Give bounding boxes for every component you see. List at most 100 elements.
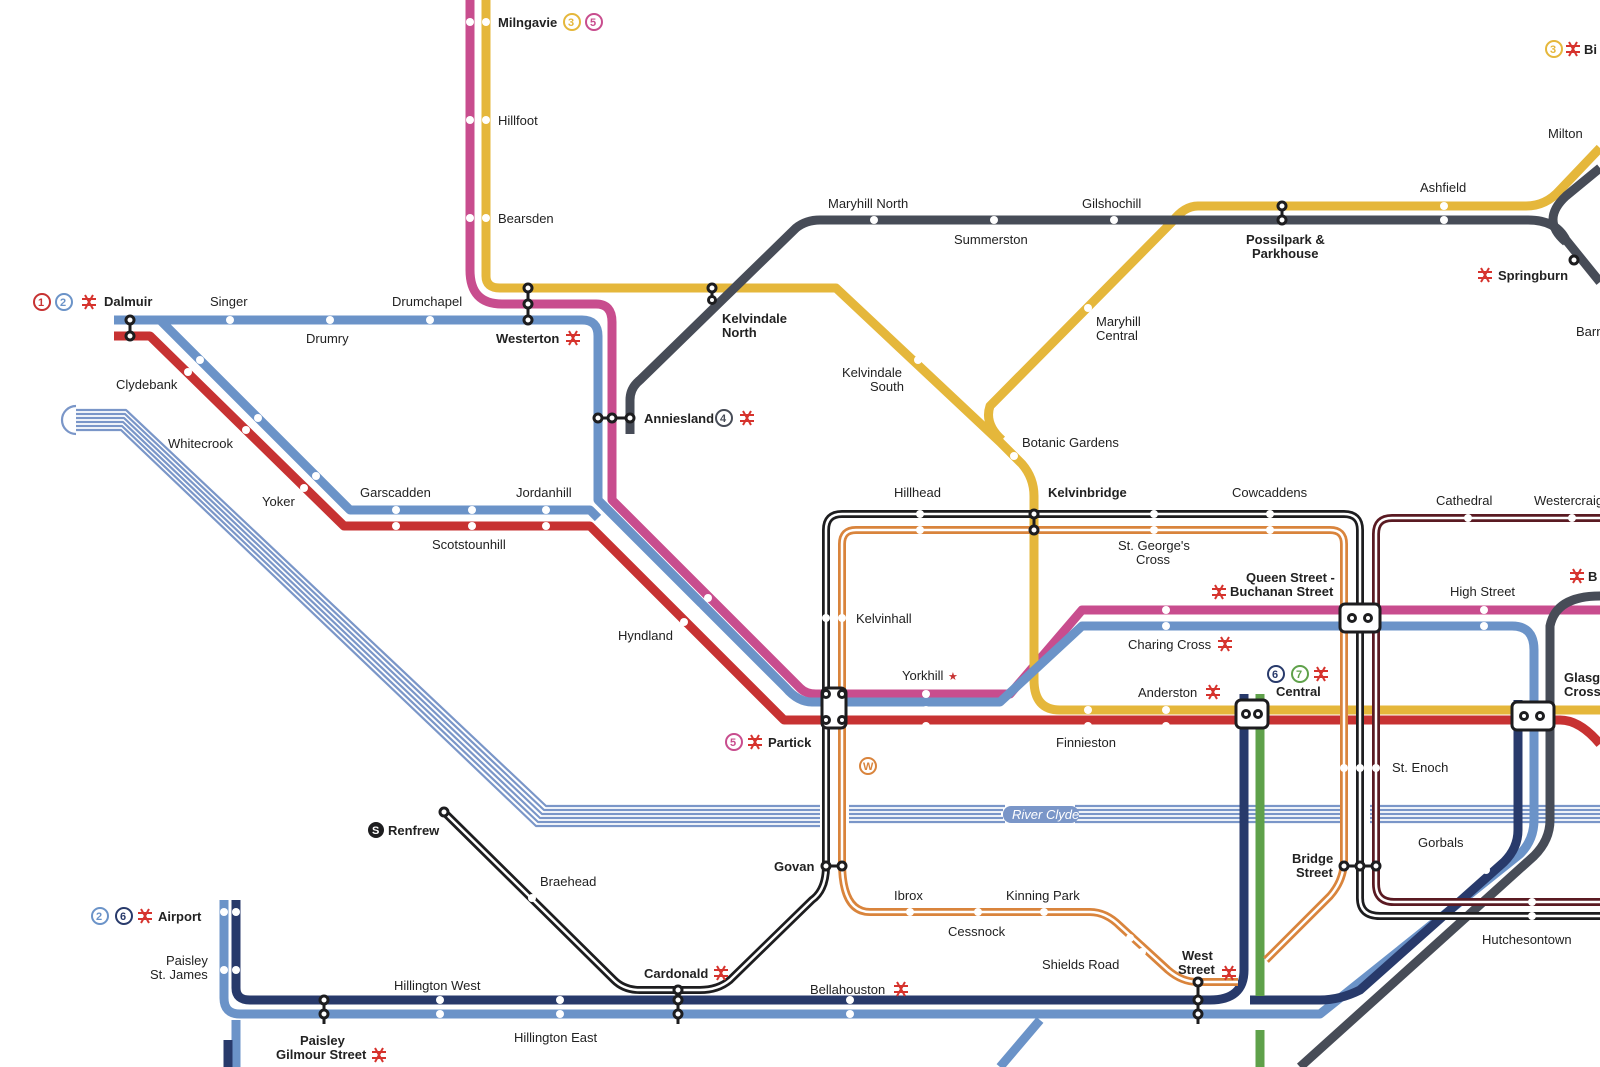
station-cathedral[interactable]: Cathedral — [1436, 493, 1492, 508]
station-possilpark-2[interactable]: Parkhouse — [1252, 246, 1318, 261]
station-jordanhill[interactable]: Jordanhill — [516, 485, 572, 500]
station-springburn[interactable]: Springburn — [1498, 268, 1568, 283]
station-bellahouston[interactable]: Bellahouston — [810, 982, 885, 997]
station-hyndland[interactable]: Hyndland — [618, 628, 673, 643]
svg-text:1: 1 — [38, 297, 44, 309]
rail-icon-west-street — [1221, 965, 1237, 981]
station-maryhill-central[interactable]: Maryhill — [1096, 314, 1141, 329]
line-blue-clydebank — [128, 315, 602, 522]
station-maryhill-north[interactable]: Maryhill North — [828, 196, 908, 211]
line-grey-east — [1548, 164, 1600, 246]
badge-line-3-bi: 3 — [1545, 40, 1563, 58]
station-partick[interactable]: Partick — [768, 735, 812, 750]
station-cowcaddens[interactable]: Cowcaddens — [1232, 485, 1308, 500]
station-cardonald[interactable]: Cardonald — [644, 966, 708, 981]
station-anniesland[interactable]: Anniesland — [644, 411, 714, 426]
station-glasgow-cross[interactable]: Glasgo — [1564, 670, 1600, 685]
station-kelvindale-south-2[interactable]: South — [870, 379, 904, 394]
station-queen-street-2[interactable]: Buchanan Street — [1230, 584, 1334, 599]
station-kinning-park[interactable]: Kinning Park — [1006, 888, 1080, 903]
station-bearsden[interactable]: Bearsden — [498, 211, 554, 226]
station-westerton[interactable]: Westerton — [496, 331, 559, 346]
station-shields-road[interactable]: Shields Road — [1042, 957, 1119, 972]
interchange-kelvinbridge — [1028, 508, 1040, 536]
svg-text:6: 6 — [120, 911, 126, 923]
station-b-edge[interactable]: B — [1588, 569, 1597, 584]
interchange-queen-street — [1338, 602, 1382, 634]
station-paisley-st-james[interactable]: Paisley — [166, 953, 208, 968]
station-singer[interactable]: Singer — [210, 294, 248, 309]
station-possilpark[interactable]: Possilpark & — [1246, 232, 1325, 247]
interchange-bridge-street — [1338, 860, 1382, 872]
station-dalmuir[interactable]: Dalmuir — [104, 294, 152, 309]
badge-line-2-airport: 2 — [91, 907, 109, 925]
station-ashfield[interactable]: Ashfield — [1420, 180, 1466, 195]
station-maryhill-central-2[interactable]: Central — [1096, 328, 1138, 343]
station-drumry[interactable]: Drumry — [306, 331, 349, 346]
station-bridge-street-2[interactable]: Street — [1296, 865, 1334, 880]
station-central[interactable]: Central — [1276, 684, 1321, 699]
station-clydebank[interactable]: Clydebank — [116, 377, 178, 392]
station-scotstounhill[interactable]: Scotstounhill — [432, 537, 506, 552]
badge-waterbus: W — [859, 757, 877, 775]
station-ibrox[interactable]: Ibrox — [894, 888, 923, 903]
station-braehead[interactable]: Braehead — [540, 874, 596, 889]
station-bi[interactable]: Bi — [1584, 42, 1597, 57]
station-charing-cross[interactable]: Charing Cross — [1128, 637, 1212, 652]
station-paisley-st-james-2[interactable]: St. James — [150, 967, 208, 982]
station-finnieston[interactable]: Finnieston — [1056, 735, 1116, 750]
station-bridge-street[interactable]: Bridge — [1292, 851, 1333, 866]
station-hillington-west[interactable]: Hillington West — [394, 978, 481, 993]
svg-text:5: 5 — [590, 17, 596, 29]
station-hillfoot[interactable]: Hillfoot — [498, 113, 538, 128]
station-kelvinhall[interactable]: Kelvinhall — [856, 611, 912, 626]
station-paisley-gilmour-2[interactable]: Gilmour Street — [276, 1047, 367, 1062]
station-anderston[interactable]: Anderston — [1138, 685, 1197, 700]
station-paisley-gilmour[interactable]: Paisley — [300, 1033, 346, 1048]
rail-icon-bi — [1565, 41, 1581, 57]
station-high-street[interactable]: High Street — [1450, 584, 1515, 599]
rail-icon-central — [1313, 666, 1329, 682]
station-cessnock[interactable]: Cessnock — [948, 924, 1006, 939]
station-kelvindale-south[interactable]: Kelvindale — [842, 365, 902, 380]
station-botanic-gardens[interactable]: Botanic Gardens — [1022, 435, 1119, 450]
station-west-street[interactable]: West — [1182, 948, 1213, 963]
station-st-enoch[interactable]: St. Enoch — [1392, 760, 1448, 775]
station-kelvindale-north[interactable]: Kelvindale — [722, 311, 787, 326]
line-yellow-north — [984, 144, 1600, 444]
station-govan[interactable]: Govan — [774, 859, 815, 874]
badge-line-4-anniesland: 4 — [715, 409, 733, 427]
interchange-govan — [820, 860, 848, 872]
station-milton[interactable]: Milton — [1548, 126, 1583, 141]
station-garscadden[interactable]: Garscadden — [360, 485, 431, 500]
station-milngavie[interactable]: Milngavie — [498, 15, 557, 30]
station-yorkhill[interactable]: Yorkhill — [902, 668, 944, 683]
station-westercraig[interactable]: Westercraig — [1534, 493, 1600, 508]
station-summerston[interactable]: Summerston — [954, 232, 1028, 247]
line-blue-south — [231, 1017, 1044, 1067]
station-hillington-east[interactable]: Hillington East — [514, 1030, 597, 1045]
station-renfrew[interactable]: Renfrew — [388, 823, 440, 838]
station-kelvindale-north-2[interactable]: North — [722, 325, 757, 340]
line-yellow — [481, 0, 1600, 715]
station-st-georges-cross-2[interactable]: Cross — [1136, 552, 1170, 567]
badge-line-5-partick: 5 — [725, 733, 743, 751]
station-hutchesontown[interactable]: Hutchesontown — [1482, 932, 1572, 947]
station-airport[interactable]: Airport — [158, 909, 202, 924]
station-drumchapel[interactable]: Drumchapel — [392, 294, 462, 309]
station-hillhead[interactable]: Hillhead — [894, 485, 941, 500]
station-st-georges-cross[interactable]: St. George's — [1118, 538, 1190, 553]
station-queen-street[interactable]: Queen Street - — [1246, 570, 1335, 585]
station-glasgow-cross-2[interactable]: Cross — [1564, 684, 1600, 699]
station-kelvinbridge[interactable]: Kelvinbridge — [1048, 485, 1127, 500]
station-gorbals[interactable]: Gorbals — [1418, 835, 1464, 850]
station-west-street-2[interactable]: Street — [1178, 962, 1216, 977]
station-whitecrook[interactable]: Whitecrook — [168, 436, 234, 451]
rail-icon-paisley-gilmour — [371, 1047, 387, 1063]
station-barn[interactable]: Barn — [1576, 324, 1600, 339]
station-gilshochill[interactable]: Gilshochill — [1082, 196, 1141, 211]
badge-line-3-milngavie: 3 — [563, 13, 581, 31]
station-yoker[interactable]: Yoker — [262, 494, 295, 509]
station-labels: Milngavie Hillfoot Bearsden Dalmuir Sing… — [104, 15, 1600, 1062]
